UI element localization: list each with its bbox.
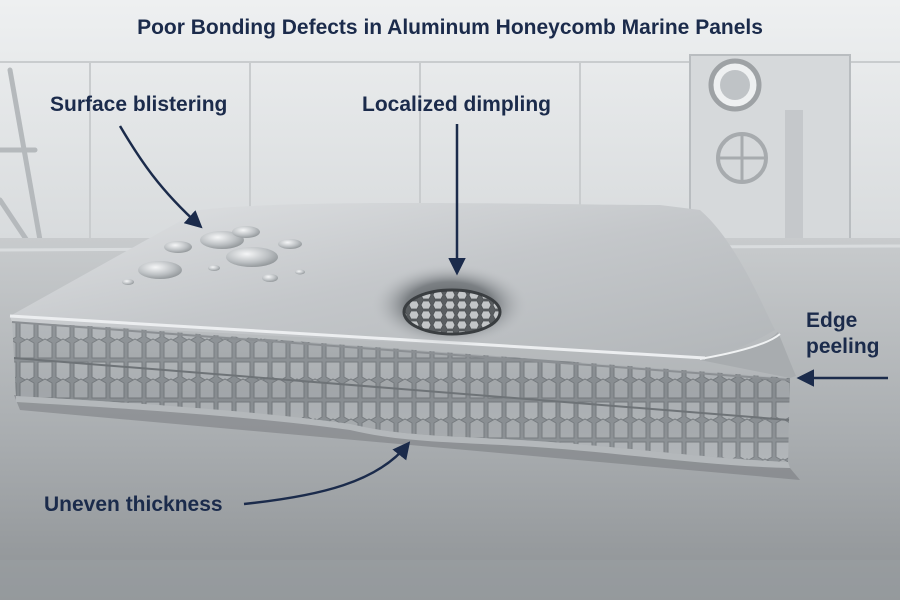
arrow-uneven-thickness [243,441,411,506]
label-edge-peeling: Edge peeling [806,308,880,360]
label-edge-peeling-line1: Edge [806,309,858,332]
label-surface-blistering: Surface blistering [50,93,228,116]
label-edge-peeling-line2: peeling [806,335,880,358]
label-uneven-thickness: Uneven thickness [44,493,223,516]
label-localized-dimpling: Localized dimpling [362,93,552,116]
page-title: Poor Bonding Defects in Aluminum Honeyco… [137,16,763,39]
arrow-surface-blistering [118,125,203,229]
